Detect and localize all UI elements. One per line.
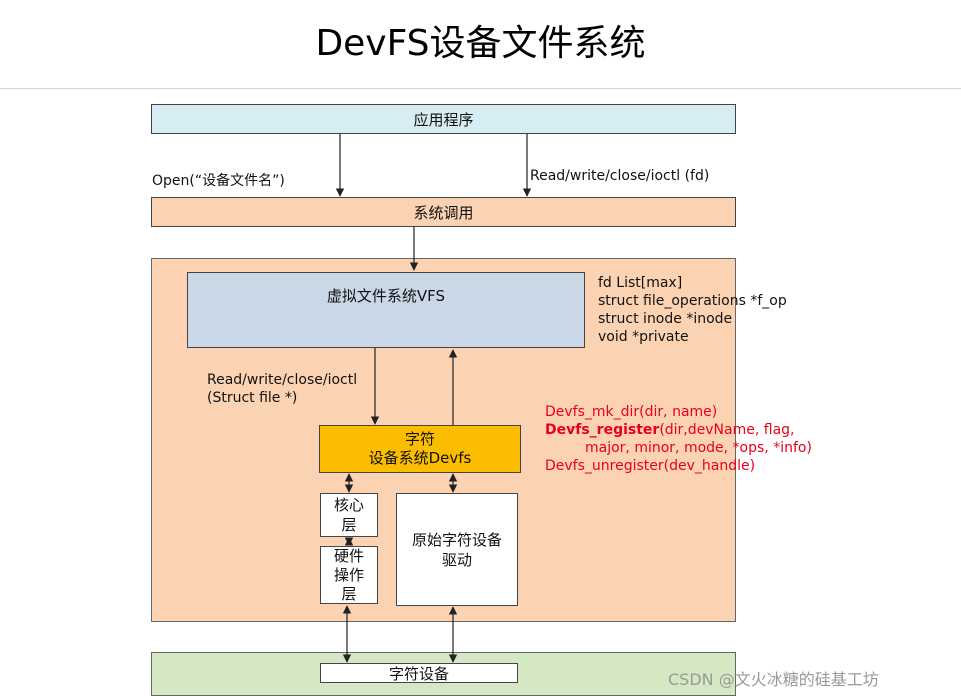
devfs-block: 字符 设备系统Devfs bbox=[319, 425, 521, 473]
hw-label-line2: 操作 bbox=[333, 565, 364, 584]
api-register-args: (dir,devName, flag, bbox=[659, 422, 795, 438]
api-register-args2: major, minor, mode, *ops, *info) bbox=[585, 440, 812, 456]
system-call-block: 系统调用 bbox=[151, 197, 736, 227]
vfs-field: struct file_operations *f_op bbox=[598, 293, 787, 309]
char-device-block: 字符设备 bbox=[320, 663, 518, 683]
devfs-label-line2: 设备系统Devfs bbox=[368, 449, 472, 467]
application-block: 应用程序 bbox=[151, 104, 736, 134]
api-register-name: Devfs_register bbox=[545, 422, 660, 438]
page-title: DevFS设备文件系统 bbox=[315, 23, 646, 64]
core-label-line1: 核心 bbox=[333, 496, 364, 514]
raw-driver-block: 原始字符设备 驱动 bbox=[396, 493, 518, 606]
watermark: CSDN @文火冰糖的硅基工坊 bbox=[668, 670, 879, 689]
hw-label-line1: 硬件 bbox=[333, 546, 364, 565]
vfs-field: fd List[max] bbox=[598, 275, 683, 291]
hw-label-line3: 层 bbox=[341, 584, 357, 603]
vfs-field: void *private bbox=[598, 329, 689, 345]
rw-struct-label: Read/write/close/ioctl (Struct file *) bbox=[207, 371, 357, 407]
open-call-label: Open(“设备文件名”) bbox=[152, 173, 285, 189]
rw-fd-label: Read/write/close/ioctl (fd) bbox=[530, 168, 710, 184]
api-mk-dir: Devfs_mk_dir(dir, name) bbox=[545, 404, 718, 420]
vfs-fields-list: fd List[max] struct file_operations *f_o… bbox=[598, 274, 787, 346]
devfs-label-line1: 字符 bbox=[404, 430, 435, 448]
title-divider bbox=[0, 88, 961, 89]
devfs-api-list: Devfs_mk_dir(dir, name) Devfs_register(d… bbox=[545, 403, 812, 475]
rw-struct-line2: (Struct file *) bbox=[207, 390, 298, 406]
api-register: Devfs_register(dir,devName, flag, bbox=[545, 421, 812, 439]
driver-label-line2: 驱动 bbox=[441, 550, 472, 569]
vfs-block: 虚拟文件系统VFS bbox=[187, 272, 585, 348]
vfs-field: struct inode *inode bbox=[598, 311, 733, 327]
core-label-line2: 层 bbox=[341, 516, 357, 534]
core-layer-block: 核心 层 bbox=[320, 493, 378, 537]
driver-label-line1: 原始字符设备 bbox=[411, 530, 502, 549]
api-unregister: Devfs_unregister(dev_handle) bbox=[545, 458, 756, 474]
hardware-layer-block: 硬件 操作 层 bbox=[320, 546, 378, 604]
rw-struct-line1: Read/write/close/ioctl bbox=[207, 372, 358, 388]
